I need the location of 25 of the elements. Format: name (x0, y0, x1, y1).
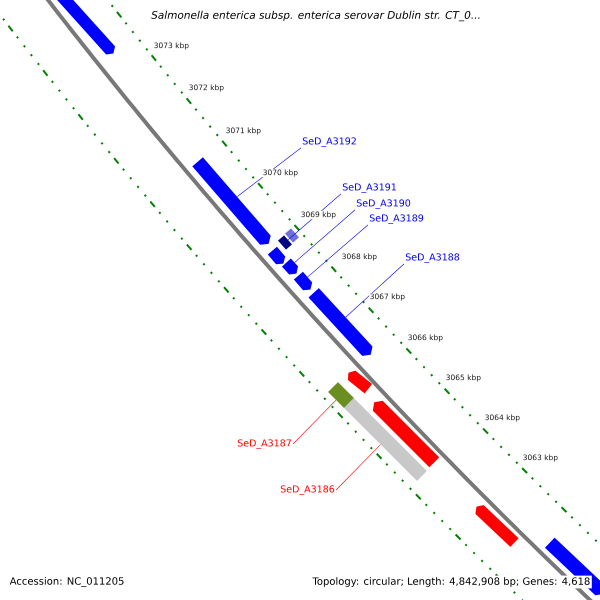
gene-block (268, 246, 286, 264)
gene-label: SeD_A3190 (356, 199, 410, 209)
gene-box (278, 228, 299, 250)
gene-label: SeD_A3192 (302, 137, 356, 147)
gene-label: SeD_A3187 (238, 439, 291, 449)
leader-line (336, 444, 381, 490)
gene-label: SeD_A3186 (280, 485, 334, 495)
gene-block (348, 370, 372, 394)
gene-label: SeD_A3189 (370, 214, 424, 224)
gene-block (372, 400, 440, 468)
gene-box (344, 398, 427, 481)
gene-block (282, 258, 298, 274)
summary-text: Topology: circular; Length: 4,842,908 bp; Genes: 4,618 (310, 576, 592, 588)
gene-block (294, 272, 312, 290)
leader-line (292, 400, 336, 444)
accession-text: Accession: NC_011205 (8, 576, 126, 588)
title: Salmonella enterica subsp. enterica serovar Dublin str. CT_0... (149, 8, 483, 24)
gene-box (328, 382, 354, 408)
gene-block (475, 505, 519, 547)
leader-line (307, 224, 368, 278)
leader-line (346, 264, 404, 318)
leader-line (294, 210, 356, 263)
gene-label: SeD_A3191 (342, 183, 396, 193)
gene-block (54, 0, 116, 54)
gene-label: SeD_A3188 (406, 253, 460, 263)
